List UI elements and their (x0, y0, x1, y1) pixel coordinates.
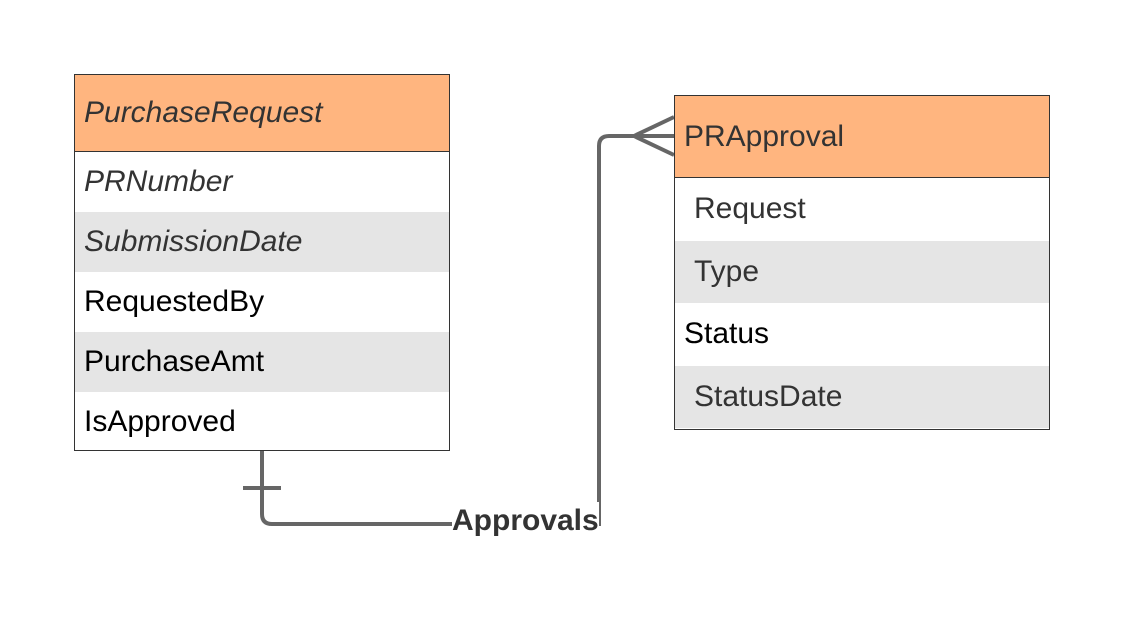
entity-pr-approval[interactable]: PRApproval Request Type Status StatusDat… (674, 95, 1050, 430)
entity-purchase-request[interactable]: PurchaseRequest PRNumber SubmissionDate … (74, 74, 450, 451)
many-cardinality-crowsfoot (633, 115, 675, 157)
attribute-row: Request (694, 192, 806, 226)
attribute-row: IsApproved (84, 405, 236, 438)
attribute-row: StatusDate (675, 365, 1049, 428)
entity-title: PRApproval (675, 96, 1049, 178)
entity-title: PurchaseRequest (75, 75, 449, 152)
attribute-row: PurchaseAmt (75, 332, 449, 392)
relationship-label[interactable]: Approvals (452, 502, 599, 540)
attribute-row: Type (675, 240, 1049, 303)
attribute-row: PRNumber (84, 165, 233, 198)
attribute-row: SubmissionDate (75, 212, 449, 272)
attribute-row: RequestedBy (84, 285, 265, 318)
attribute-row: Status (684, 317, 770, 351)
